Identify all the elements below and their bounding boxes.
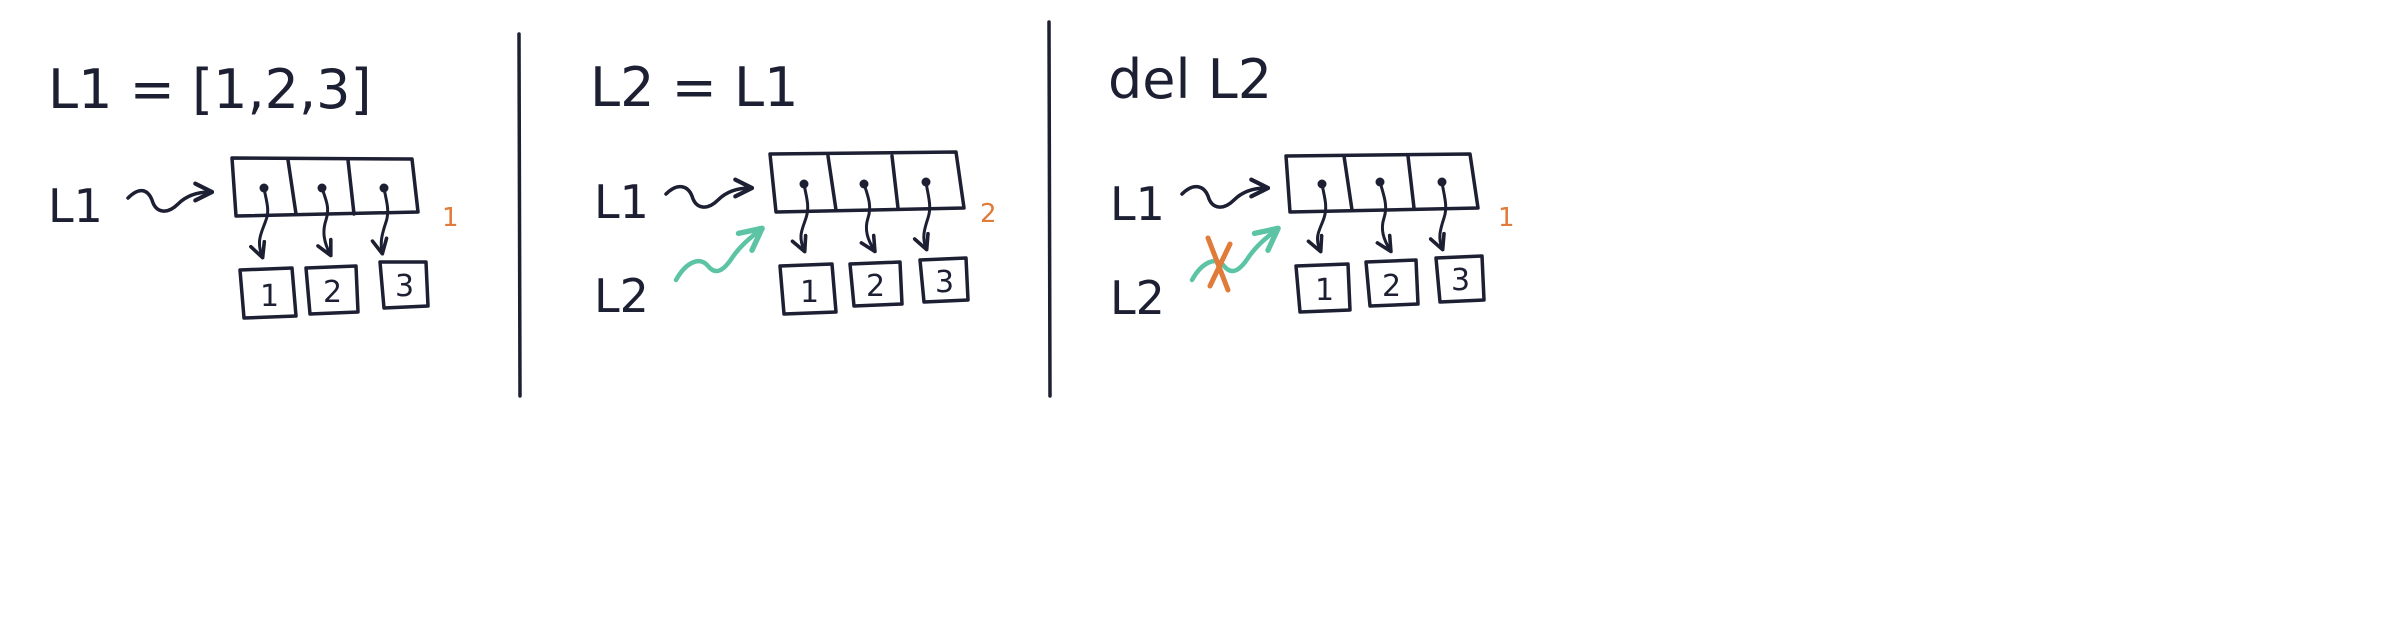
list-object — [1284, 152, 1480, 254]
int-object: 2 — [1364, 258, 1420, 308]
squiggle-arrow-icon — [1180, 177, 1271, 209]
reference-name: L1 — [1110, 177, 1165, 231]
int-object: 3 — [378, 260, 430, 310]
list-slot-pointer — [370, 183, 390, 256]
element-value: 2 — [1382, 269, 1401, 304]
int-object: 1 — [778, 262, 838, 316]
element-value: 3 — [935, 265, 954, 300]
code-statement: L2 = L1 — [590, 56, 798, 119]
int-object: 3 — [918, 256, 970, 304]
panel-1: L1 = [1,2,3] L1 1 1 — [48, 58, 459, 320]
int-object: 1 — [238, 266, 298, 320]
element-value: 2 — [866, 269, 885, 304]
list-slot-pointer — [912, 177, 932, 252]
list-slot-pointer — [1306, 179, 1328, 254]
reference-count-diagram: L1 = [1,2,3] L1 1 1 — [48, 20, 1515, 398]
int-object: 3 — [1434, 254, 1486, 304]
code-statement: L1 = [1,2,3] — [48, 58, 372, 121]
list-slot-pointer — [316, 183, 333, 258]
reference-name: L2 — [594, 269, 649, 323]
list-slot-pointer — [1428, 177, 1448, 252]
list-object — [768, 150, 966, 254]
list-slot-pointer — [1375, 177, 1393, 254]
reference-count: 1 — [1498, 203, 1515, 233]
code-statement: del L2 — [1108, 48, 1272, 111]
element-value: 1 — [260, 279, 279, 314]
reference-name: L1 — [594, 175, 649, 229]
list-slot-pointer — [859, 179, 877, 254]
squiggle-arrow-icon — [1189, 225, 1281, 283]
squiggle-arrow-icon — [126, 181, 215, 213]
int-object: 2 — [304, 264, 360, 316]
panel-3: del L2 L1 L2 1 — [1108, 48, 1515, 325]
element-value: 2 — [323, 275, 342, 310]
element-value: 3 — [1451, 263, 1470, 298]
element-value: 1 — [800, 275, 819, 310]
reference-name: L2 — [1110, 271, 1165, 325]
reference-name: L1 — [48, 179, 103, 233]
int-object: 1 — [1294, 262, 1352, 314]
list-object — [230, 156, 420, 260]
squiggle-arrow-icon — [673, 225, 765, 283]
reference-count: 1 — [442, 203, 459, 233]
list-slot-pointer — [249, 183, 270, 260]
element-value: 3 — [395, 269, 414, 304]
list-slot-pointer — [790, 179, 810, 254]
squiggle-arrow-icon — [664, 177, 755, 209]
panel-divider — [517, 32, 522, 398]
cross-mark-icon — [1205, 235, 1233, 293]
element-value: 1 — [1315, 273, 1334, 308]
panel-2: L2 = L1 L1 L2 2 1 — [590, 56, 997, 323]
reference-count: 2 — [980, 199, 997, 229]
int-object: 2 — [848, 260, 904, 308]
panel-divider — [1047, 20, 1052, 398]
